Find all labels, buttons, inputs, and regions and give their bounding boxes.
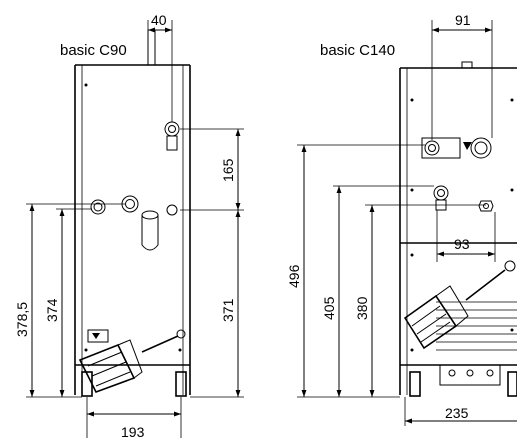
dim-upper-height-c90: 165 (220, 158, 236, 182)
dim-height-total-c140: 496 (286, 264, 302, 288)
dim-width-c90: 193 (121, 424, 145, 440)
unit-title-c140: basic C140 (320, 42, 395, 59)
dimensions-c90: 40 165 371 378,5 374 193 (14, 12, 244, 440)
dim-height-outer-c90: 378,5 (14, 302, 30, 337)
dim-height-low-c140: 380 (354, 296, 370, 320)
unit-basic-c140: basic C140 (286, 12, 517, 426)
dim-height-mid-c140: 405 (321, 296, 337, 320)
housing-c140 (399, 61, 517, 397)
dim-height-inner-c90: 374 (44, 298, 60, 322)
dim-height-right-c90: 371 (220, 298, 236, 322)
unit-basic-c90: basic C90 (14, 12, 244, 440)
dim-top-offset-c90: 40 (151, 12, 167, 28)
unit-title-c90: basic C90 (60, 42, 127, 59)
dimensions-c140: 91 496 405 380 93 235 (286, 12, 517, 426)
dim-top-offset-c140: 91 (455, 12, 471, 28)
dim-width-c140: 235 (445, 405, 469, 421)
dim-mid-offset-c140: 93 (454, 236, 470, 252)
housing-c90 (74, 29, 191, 397)
